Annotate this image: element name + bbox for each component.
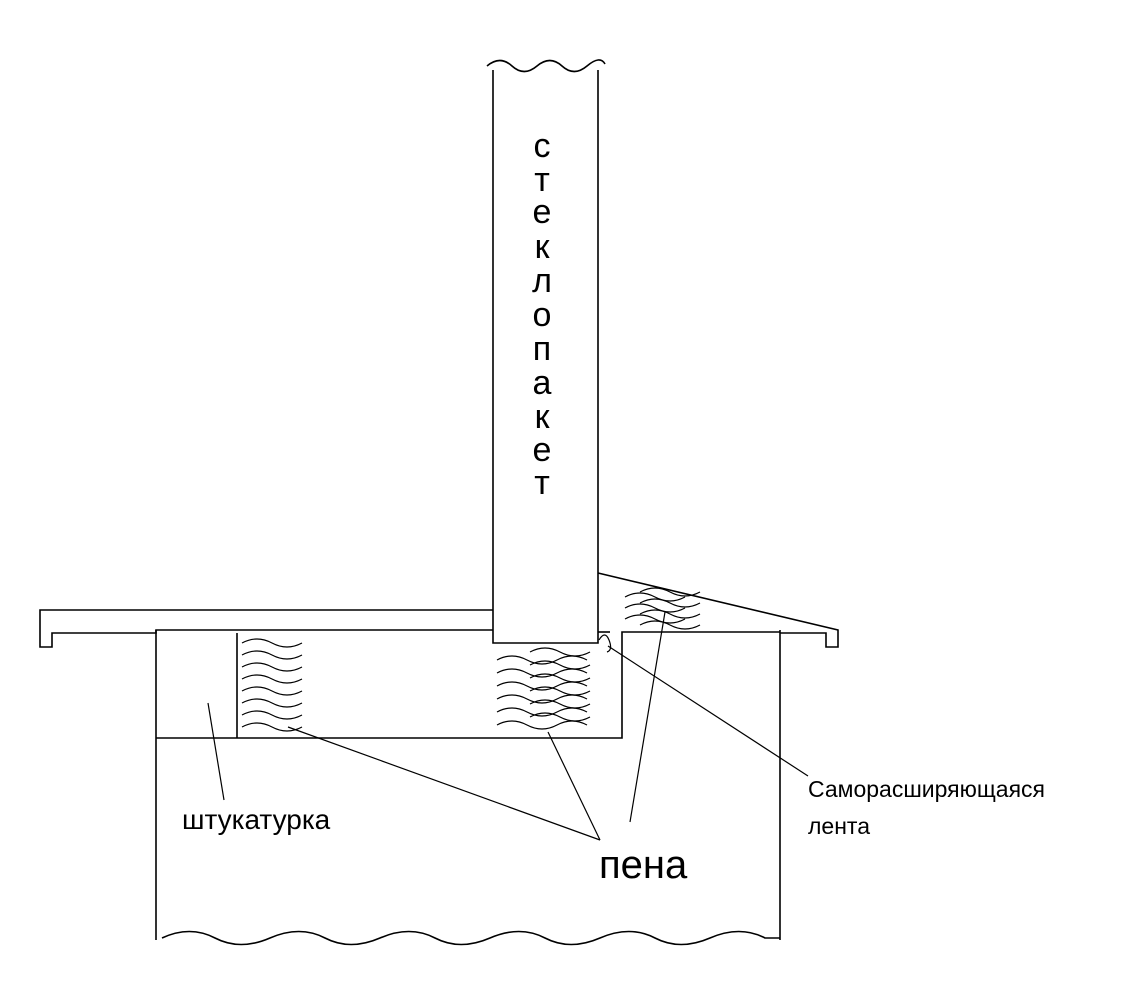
glass-letter: е [533,193,552,231]
glass-letter: т [534,161,550,199]
tape-label-line2: лента [808,813,870,839]
glass-letter: а [533,364,552,402]
foam-left [241,638,303,732]
glass-letter: о [533,296,552,334]
leader-tape [607,645,809,777]
glass-unit-break-line [486,59,606,73]
foam-right [624,587,701,630]
glass-unit-outline [492,70,599,644]
plaster-label: штукатурка [182,804,331,835]
glass-unit [486,59,606,644]
glass-letter: к [535,228,551,266]
wall-opening-step [156,631,780,739]
tape-label-line1: Саморасширяющаяся [808,776,1045,802]
leader-lines [207,611,809,841]
glass-letter: л [532,262,552,300]
leader-foam-left [287,726,601,841]
leader-foam-right [629,611,666,823]
glass-letter: п [533,330,551,368]
sealing-tape [598,634,612,653]
glass-unit-label: с т е к л о п а к е т [532,127,552,502]
windowsill-left [39,609,493,648]
wall [155,630,781,946]
glass-letter: е [533,431,552,469]
glass-letter: к [535,398,551,436]
glass-letter: с [534,127,551,165]
drip-flashing-right [597,572,839,648]
wall-break-line [161,930,780,946]
foam-label: пена [599,843,688,887]
glass-letter: т [534,464,550,502]
leader-foam-center [547,731,601,841]
foam-center [496,647,591,730]
leader-plaster [207,702,225,801]
